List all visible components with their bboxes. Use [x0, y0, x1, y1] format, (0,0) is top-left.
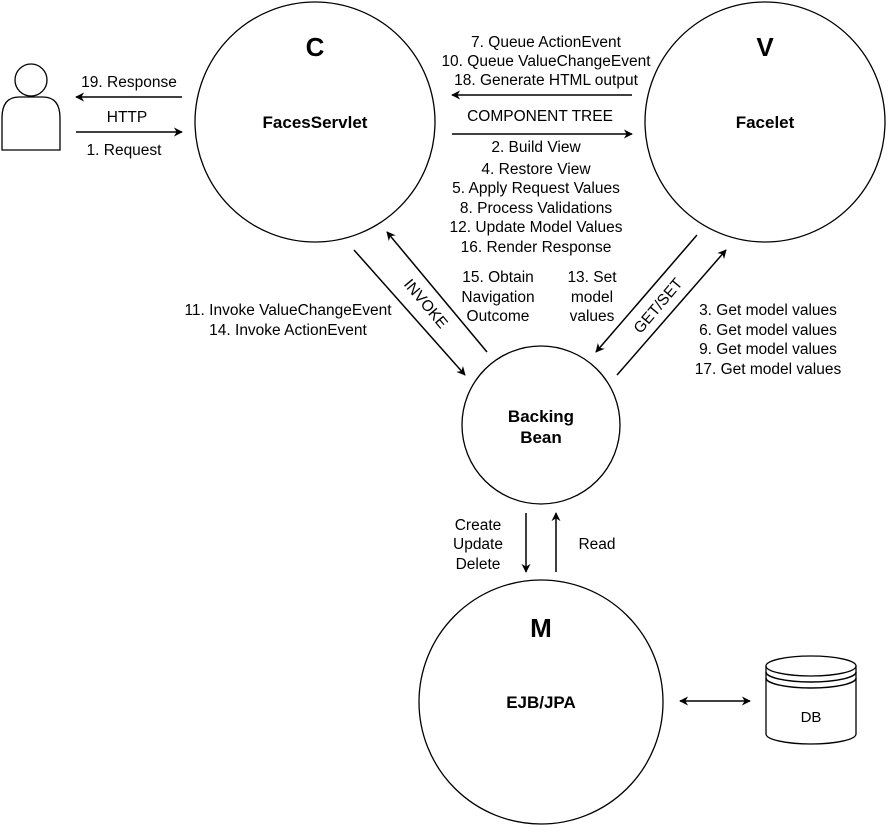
controller-to-view-top-labels: 7. Queue ActionEvent 10. Queue ValueChan…	[441, 34, 651, 89]
get-model-values-9-label: 9. Get model values	[699, 341, 837, 358]
user-icon	[1, 63, 61, 151]
db-label: DB	[801, 709, 822, 726]
database-icon: DB	[765, 655, 857, 745]
build-view-label: 2. Build View	[491, 139, 581, 156]
delete-label: Delete	[456, 556, 501, 573]
invoke-events-labels: 11. Invoke ValueChangeEvent 14. Invoke A…	[184, 302, 392, 339]
model-word-label: model	[571, 289, 613, 306]
component-tree-label: COMPONENT TREE	[467, 108, 613, 125]
bean-title-line1: Backing	[508, 407, 574, 426]
model-node: M EJB/JPA	[418, 579, 664, 825]
process-validations-label: 8. Process Validations	[460, 200, 612, 217]
outcome-label: Outcome	[467, 308, 530, 325]
values-label: values	[570, 308, 615, 325]
update-model-values-label: 12. Update Model Values	[450, 219, 623, 236]
navigation-label: Navigation	[461, 289, 534, 306]
crud-labels: Create Update Delete	[453, 517, 503, 573]
request-label: 1. Request	[87, 142, 163, 159]
model-title: EJB/JPA	[506, 693, 576, 712]
queue-action-event-label: 7. Queue ActionEvent	[471, 34, 622, 51]
invoke-action-event-label: 14. Invoke ActionEvent	[209, 322, 367, 339]
obtain-outcome-labels: 15. Obtain Navigation Outcome	[461, 269, 534, 325]
invoke-arrow	[353, 249, 466, 376]
controller-node: C FacesServlet	[194, 1, 436, 243]
view-title: Facelet	[736, 113, 795, 132]
obtain-label: 15. Obtain	[462, 269, 534, 286]
backing-bean-node: Backing Bean	[461, 345, 621, 505]
controller-title: FacesServlet	[263, 113, 368, 132]
get-model-arrow	[616, 249, 727, 376]
http-label: HTTP	[107, 109, 147, 126]
restore-view-label: 4. Restore View	[481, 161, 591, 178]
set-model-arrow	[595, 234, 698, 353]
update-label: Update	[453, 536, 503, 553]
apply-request-values-label: 5. Apply Request Values	[452, 180, 620, 197]
get-model-values-17-label: 17. Get model values	[695, 361, 842, 378]
get-model-values-6-label: 6. Get model values	[699, 322, 837, 339]
view-letter: V	[756, 32, 774, 62]
response-label: 19. Response	[81, 74, 177, 91]
set-label: 13. Set	[567, 269, 617, 286]
read-label: Read	[578, 536, 615, 553]
controller-to-view-bottom-labels: 2. Build View 4. Restore View 5. Apply R…	[450, 139, 623, 256]
queue-value-change-event-label: 10. Queue ValueChangeEvent	[441, 53, 651, 70]
get-model-values-labels: 3. Get model values 6. Get model values …	[695, 302, 842, 378]
obtain-outcome-arrow	[386, 231, 488, 353]
model-letter: M	[530, 613, 552, 643]
invoke-label: INVOKE	[400, 276, 451, 332]
controller-letter: C	[306, 32, 325, 62]
create-label: Create	[455, 517, 502, 534]
set-model-labels: 13. Set model values	[567, 269, 617, 325]
view-node: V Facelet	[644, 1, 886, 243]
bean-title-line2: Bean	[520, 428, 562, 447]
generate-html-label: 18. Generate HTML output	[454, 72, 638, 89]
invoke-value-change-label: 11. Invoke ValueChangeEvent	[184, 302, 392, 319]
render-response-label: 16. Render Response	[461, 239, 612, 256]
get-model-values-3-label: 3. Get model values	[699, 302, 837, 319]
